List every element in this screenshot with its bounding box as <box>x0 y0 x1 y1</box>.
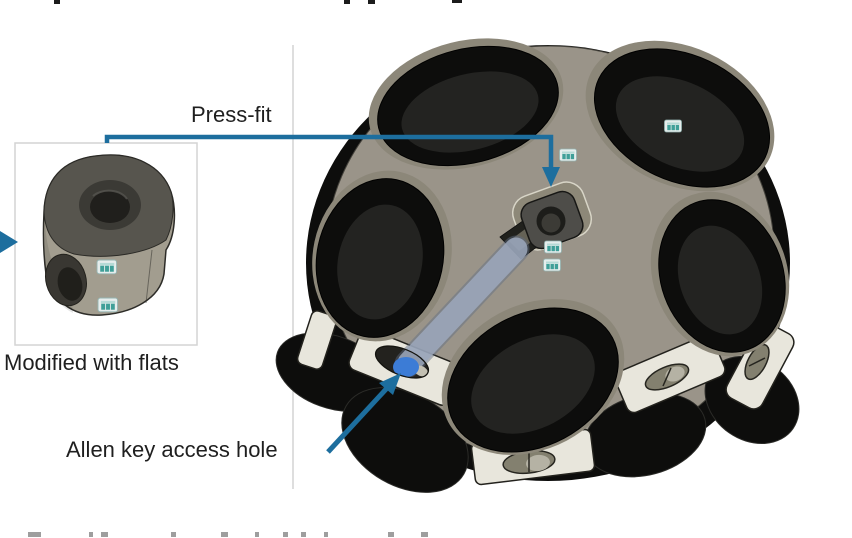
hub-side-hole-inner <box>57 267 83 301</box>
cropped-text-fragment <box>452 0 462 3</box>
cropped-text-fragment <box>221 532 228 537</box>
roller <box>658 199 786 353</box>
cropped-text-fragment <box>54 0 60 4</box>
press-fit-label: Press-fit <box>191 102 272 127</box>
cropped-text-fragment <box>324 532 328 537</box>
hub-bore-floor <box>541 213 561 233</box>
cropped-text-fragment <box>101 532 108 537</box>
press-fit-hub-render <box>42 154 176 316</box>
roller <box>315 178 445 338</box>
top-rollers <box>315 45 786 453</box>
oval-hole <box>644 363 690 391</box>
oval-hole <box>502 449 556 475</box>
allen-leader-line <box>326 385 390 454</box>
hub-bore-inner <box>90 191 130 223</box>
inset-box-group <box>14 142 198 346</box>
oval-hole <box>744 343 770 381</box>
cropped-text-fragment <box>301 532 306 537</box>
rim-segment <box>296 310 338 370</box>
press-fit-connector <box>104 134 560 187</box>
allen-arrowhead-icon <box>379 373 401 395</box>
cropped-text-fragment <box>171 532 176 537</box>
cropped-text-fragment <box>255 532 259 537</box>
cropped-text-fragment <box>283 532 288 537</box>
press-fit-leader-line <box>104 134 554 168</box>
allen-key-arrow <box>326 373 401 454</box>
roller <box>447 307 619 453</box>
allen-key <box>374 235 530 379</box>
omni-wheel-render <box>275 38 800 493</box>
cropped-text-fragment <box>89 532 93 537</box>
allen-access-hole-rim <box>374 345 430 379</box>
cropped-text-fragment <box>28 532 41 537</box>
press-fit-arrowhead-icon <box>542 167 560 187</box>
modified-with-flats-label: Modified with flats <box>4 350 179 375</box>
cropped-text-fragment <box>421 532 428 537</box>
cropped-text-fragment <box>368 0 375 4</box>
cropped-text-fragment <box>344 0 350 4</box>
inset-pointer-arrow-icon <box>0 231 18 253</box>
allen-key-access-hole-label: Allen key access hole <box>66 437 278 462</box>
allen-key-in-hole <box>393 357 419 377</box>
hub-edge-line <box>145 249 153 304</box>
cropped-text-fragment <box>388 532 394 537</box>
hub-bore-highlight <box>92 189 128 200</box>
